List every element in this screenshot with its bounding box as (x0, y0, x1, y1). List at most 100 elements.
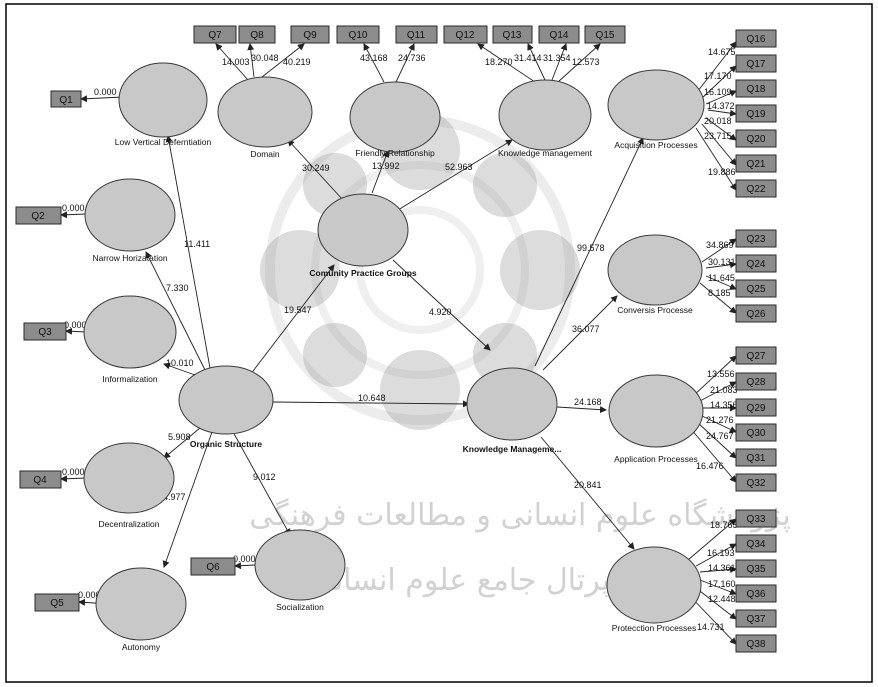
latent-protection-processes[interactable]: Protecction Processes (606, 546, 702, 633)
latent-label: Application Processes (614, 454, 698, 464)
coef-org-informal: 10.010 (166, 358, 194, 368)
indicator-q18[interactable]: Q18 (735, 79, 777, 98)
latent-low-vertical-differentiation[interactable]: Low Vertical Deferntiation (115, 62, 212, 147)
indicator-q19[interactable]: Q19 (735, 104, 777, 123)
indicator-q8[interactable]: Q8 (238, 25, 276, 44)
latent-narrow-horizontal[interactable]: Narrow Horizatation (84, 178, 176, 263)
indicator-q4[interactable]: Q4 (19, 470, 62, 489)
latent-autonomy[interactable]: Autonomy (95, 567, 187, 652)
loading-q24: 30.131 (708, 257, 736, 267)
indicator-label: Q6 (206, 562, 220, 573)
indicator-q31[interactable]: Q31 (735, 448, 777, 467)
indicator-q29[interactable]: Q29 (735, 398, 777, 417)
latent-label: Comunity Practice Groups (309, 268, 416, 278)
latent-informalization[interactable]: Informalization (83, 295, 177, 384)
latent-label: Low Vertical Deferntiation (115, 137, 212, 147)
loading-q36: 17.160 (708, 579, 736, 589)
latent-label: Organic Structure (190, 439, 263, 449)
indicator-q6[interactable]: Q6 (190, 557, 236, 576)
indicator-q5[interactable]: Q5 (34, 593, 80, 612)
indicator-q38[interactable]: Q38 (735, 634, 777, 653)
indicator-label: Q25 (747, 284, 766, 295)
coef-km-prot: 20.841 (574, 480, 602, 490)
indicator-q15[interactable]: Q15 (584, 25, 626, 44)
indicator-q30[interactable]: Q30 (735, 423, 777, 442)
latent-knowledge-management[interactable]: Knowledge Manageme... (463, 367, 562, 454)
latent-label: Knowledge management (498, 148, 593, 158)
indicator-label: Q27 (747, 351, 766, 362)
indicator-label: Q7 (208, 30, 222, 41)
indicator-q26[interactable]: Q26 (735, 304, 777, 323)
indicator-q9[interactable]: Q9 (290, 25, 330, 44)
indicator-q16[interactable]: Q16 (735, 29, 777, 48)
loading-q33: 18.765 (710, 520, 738, 530)
latent-decentralization[interactable]: Decentralization (83, 442, 175, 529)
indicator-label: Q15 (596, 30, 615, 41)
watermark-line2: پرتال جامع علوم انسانی (310, 563, 610, 598)
latent-domain[interactable]: Domain (217, 76, 313, 159)
indicator-q22[interactable]: Q22 (735, 179, 777, 198)
indicator-label: Q33 (747, 514, 766, 525)
indicator-q32[interactable]: Q32 (735, 473, 777, 492)
indicator-q11[interactable]: Q11 (395, 25, 438, 44)
coef-km-app: 24.168 (574, 397, 602, 407)
latent-friendly-relationship[interactable]: Friendly Relationship (349, 81, 441, 158)
coef-cpg-kmtop: 52.963 (445, 162, 473, 172)
indicator-q24[interactable]: Q24 (735, 254, 777, 273)
loading-q3: 0.000 (64, 320, 87, 330)
loading-q35: 14.361 (708, 563, 736, 573)
latent-label: Domain (250, 149, 280, 159)
indicator-q12[interactable]: Q12 (443, 25, 488, 44)
indicator-q17[interactable]: Q17 (735, 54, 777, 73)
indicator-label: Q3 (38, 327, 52, 338)
indicator-q20[interactable]: Q20 (735, 129, 777, 148)
indicator-label: Q5 (50, 598, 64, 609)
loading-q37: 12.448 (708, 594, 736, 604)
loading-q16: 14.675 (708, 47, 736, 57)
latent-application-processes[interactable]: Application Processes (608, 374, 704, 464)
indicator-q36[interactable]: Q36 (735, 584, 777, 603)
indicator-label: Q18 (747, 84, 766, 95)
indicator-q37[interactable]: Q37 (735, 609, 777, 628)
indicator-q14[interactable]: Q14 (538, 25, 580, 44)
indicator-label: Q21 (747, 159, 766, 170)
structural-paths (145, 135, 644, 568)
coef-km-conv: 36.077 (572, 324, 600, 334)
latent-community-practice-groups[interactable]: Comunity Practice Groups (309, 193, 417, 278)
loading-q14: 31.354 (543, 53, 571, 63)
latent-organic-structure[interactable]: Organic Structure (178, 365, 274, 449)
indicator-q28[interactable]: Q28 (735, 372, 777, 391)
loading-q11: 24.736 (398, 53, 426, 63)
indicator-label: Q32 (747, 478, 766, 489)
indicator-label: Q1 (59, 95, 73, 106)
coef-cpg-km: 4.920 (429, 307, 452, 317)
coef-org-decent: 5.908 (168, 432, 191, 442)
latent-conversis-processe[interactable]: Conversis Processe (607, 234, 703, 315)
loading-q30: 21.276 (706, 415, 734, 425)
indicator-q23[interactable]: Q23 (735, 229, 777, 248)
indicator-q33[interactable]: Q33 (735, 509, 777, 528)
indicator-q21[interactable]: Q21 (735, 154, 777, 173)
latent-label: Decentralization (99, 519, 160, 529)
latent-knowledge-management-top[interactable]: Knowledge management (498, 79, 593, 158)
indicator-q13[interactable]: Q13 (492, 25, 533, 44)
indicator-label: Q19 (747, 109, 766, 120)
coef-cpg-domain: 30.249 (302, 163, 330, 173)
indicator-q25[interactable]: Q25 (735, 279, 777, 298)
indicator-q35[interactable]: Q35 (735, 559, 777, 578)
indicator-q3[interactable]: Q3 (23, 322, 67, 341)
latent-socialization[interactable]: Socialization (254, 529, 346, 612)
indicator-q1[interactable]: Q1 (50, 90, 82, 108)
indicator-q2[interactable]: Q2 (15, 206, 62, 225)
latent-acquisition-processes[interactable]: Acquisition Processes (607, 69, 705, 150)
indicator-q7[interactable]: Q7 (193, 25, 237, 44)
indicator-q27[interactable]: Q27 (735, 346, 777, 365)
indicator-q10[interactable]: Q10 (336, 25, 380, 44)
indicator-label: Q38 (747, 639, 766, 650)
coef-org-narrow: 7.330 (166, 283, 189, 293)
loading-q20: 20.018 (704, 116, 732, 126)
loading-q7: 14.003 (222, 57, 250, 67)
loading-q27: 13.556 (707, 369, 735, 379)
latent-label: Knowledge Manageme... (463, 444, 562, 454)
indicator-q34[interactable]: Q34 (735, 534, 777, 553)
